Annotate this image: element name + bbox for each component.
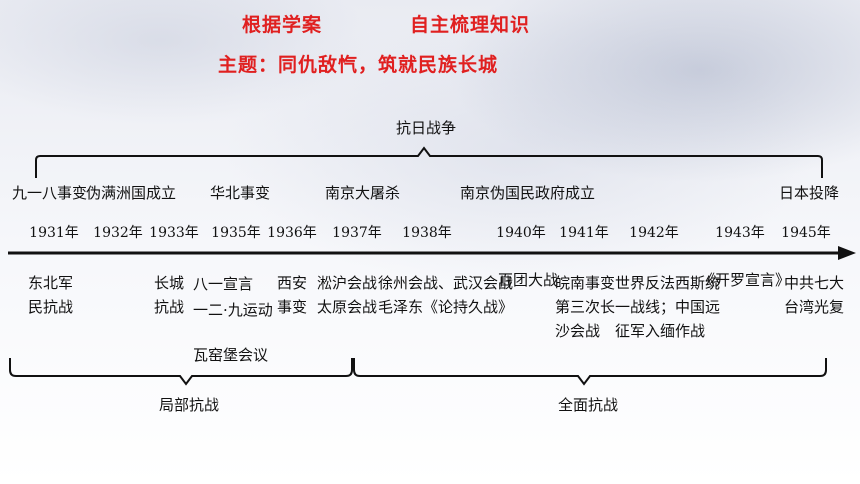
event-below: 八一宣言 一二·九运动: [193, 271, 273, 323]
event-below-line: 台湾光复: [784, 298, 845, 316]
label-local-resistance: 局部抗战: [159, 396, 220, 414]
event-below: 百团大战: [498, 271, 558, 289]
event-below-line: 抗战: [154, 298, 185, 316]
year-label: 1945年: [781, 225, 831, 241]
event-below-line: 徐州会战、武汉会战: [378, 274, 514, 292]
event-above: 南京大屠杀: [325, 184, 401, 202]
header-self-review: 自主梳理知识: [410, 14, 531, 36]
event-below-line: 民抗战: [28, 298, 74, 316]
event-below: 徐州会战、武汉会战 毛泽东《论持久战》: [378, 271, 513, 319]
year-label: 1933年: [149, 225, 199, 241]
event-below: 皖南事变 第三次长 沙会战: [555, 271, 615, 343]
year-label: 1932年: [93, 225, 143, 241]
year-label: 1943年: [715, 225, 765, 241]
event-below: 瓦窑堡会议: [193, 346, 268, 364]
event-below-line: 西安: [277, 274, 308, 292]
event-below: 世界反法西斯统 一战线；中国远 征军入缅作战: [615, 271, 720, 343]
year-label: 1942年: [629, 225, 679, 241]
year-label: 1935年: [211, 225, 261, 241]
event-below-line: 世界反法西斯统: [615, 274, 721, 292]
event-above: 华北事变: [210, 184, 271, 202]
event-below-line: 淞沪会战: [317, 274, 378, 292]
event-below-line: 长城: [154, 274, 185, 292]
event-above: 南京伪国民政府成立: [460, 184, 596, 202]
event-below-line: 太原会战: [317, 298, 378, 316]
event-below: 《开罗宣言》: [700, 271, 790, 289]
year-label: 1931年: [29, 225, 79, 241]
label-full-resistance: 全面抗战: [558, 396, 619, 414]
timeline-arrowhead: [838, 246, 856, 260]
year-label: 1938年: [402, 225, 452, 241]
event-below-line: 一二·九运动: [193, 301, 273, 319]
event-below-line: 中共七大: [784, 274, 845, 292]
event-below: 中共七大 台湾光复: [784, 271, 844, 319]
event-below-line: 毛泽东《论持久战》: [378, 298, 514, 316]
event-below: 东北军 民抗战: [28, 271, 73, 319]
event-above: 九一八事变: [12, 184, 88, 202]
event-above: 伪满洲国成立: [86, 184, 177, 202]
event-above: 日本投降: [779, 184, 840, 202]
event-below-line: 一战线；中国远: [615, 298, 721, 316]
event-below-line: 《开罗宣言》: [700, 271, 791, 289]
event-below-line: 东北军: [28, 274, 74, 292]
year-label: 1937年: [332, 225, 382, 241]
label-war-of-resistance: 抗日战争: [396, 119, 457, 137]
event-below-line: 事变: [277, 298, 308, 316]
top-bracket: [35, 146, 823, 178]
header-study-plan: 根据学案: [242, 14, 323, 36]
year-label: 1940年: [496, 225, 546, 241]
event-below: 淞沪会战 太原会战: [317, 271, 377, 319]
event-below-line: 第三次长: [555, 298, 616, 316]
event-below-line: 沙会战: [555, 322, 601, 340]
event-below-line: 征军入缅作战: [615, 322, 706, 340]
event-below: 西安 事变: [277, 271, 307, 319]
event-below-line: 八一宣言: [193, 275, 254, 293]
event-below-line: 瓦窑堡会议: [193, 346, 269, 364]
header-theme: 主题：同仇敌忾，筑就民族长城: [218, 54, 499, 76]
year-label: 1936年: [267, 225, 317, 241]
event-below: 长城 抗战: [154, 271, 184, 319]
event-below-line: 皖南事变: [555, 274, 616, 292]
bottom-right-bracket: [353, 358, 827, 386]
event-below-line: 百团大战: [498, 271, 559, 289]
bottom-left-bracket: [9, 358, 353, 386]
year-label: 1941年: [559, 225, 609, 241]
